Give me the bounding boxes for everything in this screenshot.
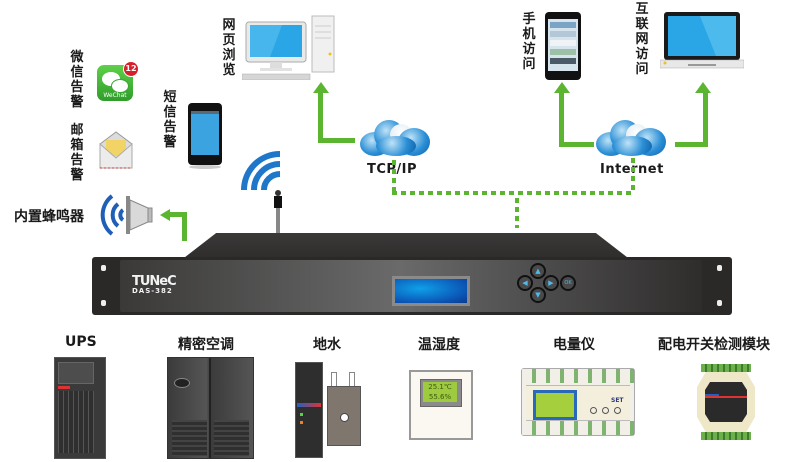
desktop-computer-icon (241, 14, 362, 81)
connector-arrow (318, 92, 355, 143)
wechat-alarm-label: 微信告警 (70, 50, 84, 110)
sensor-label-switch-module: 配电开关检测模块 (658, 337, 770, 353)
switch-detection-module-icon (697, 364, 755, 442)
internet-access-label: 互联网访问 (635, 2, 649, 77)
arrow-up-icon (695, 82, 711, 93)
nav-down-button[interactable]: ▼ (530, 287, 546, 303)
arrow-up-icon (554, 82, 570, 93)
humidity-reading: 55.6% (428, 393, 452, 401)
laptop-icon (659, 10, 745, 74)
lcd-display (392, 276, 470, 306)
connector-arrow (675, 92, 708, 147)
network-link (392, 191, 634, 195)
device-front-panel: TUNeC DAS-382 ▲ ◀ ▶ ▼ OK (120, 260, 702, 312)
device-model: DAS-382 (132, 287, 173, 295)
sensor-label-water-leak: 地水 (313, 337, 341, 353)
notification-badge: 12 (123, 61, 139, 77)
das-device: TUNeC DAS-382 ▲ ◀ ▶ ▼ OK (92, 257, 732, 315)
device-brand: TUNeC (132, 274, 177, 289)
cloud-icon (360, 118, 432, 158)
sms-alarm-label: 短信告警 (163, 90, 177, 150)
wechat-app-name: WeChat (103, 92, 127, 99)
mobile-access-label: 手机访问 (522, 12, 536, 72)
speaker-icon (98, 192, 154, 238)
wechat-icon: WeChat 12 (97, 61, 139, 101)
sensor-label-ups: UPS (65, 334, 97, 350)
network-link (631, 158, 635, 194)
temp-humidity-sensor-icon: 25.1℃ 55.6% (409, 370, 473, 440)
power-meter-icon: SET (521, 368, 635, 436)
sensor-label-power-meter: 电量仪 (553, 337, 595, 353)
arrow-up-icon (313, 82, 329, 93)
connector-arrow (559, 92, 594, 147)
device-logo: TUNeC DAS-382 (132, 274, 177, 295)
smartphone-icon (545, 12, 581, 80)
phone-icon (188, 103, 222, 169)
device-chassis-top (180, 233, 632, 261)
temperature-reading: 25.1℃ (428, 383, 452, 391)
sensor-label-precision-ac: 精密空调 (178, 337, 234, 353)
buzzer-label: 内置蜂鸣器 (14, 209, 84, 225)
envelope-icon (98, 128, 134, 172)
sensor-label-temp-humidity: 温湿度 (418, 337, 460, 353)
nav-right-button[interactable]: ▶ (543, 275, 559, 291)
nav-up-button[interactable]: ▲ (530, 263, 546, 279)
arrow-left-icon (160, 209, 170, 221)
network-link (515, 198, 519, 228)
antenna-icon (273, 190, 283, 235)
precision-ac-icon (167, 357, 254, 459)
network-link (392, 160, 396, 194)
email-alarm-label: 邮箱告警 (70, 123, 84, 183)
water-leak-sensor-icon (295, 362, 395, 458)
set-button-label: SET (611, 397, 624, 404)
connector-arrow (170, 212, 187, 241)
wifi-signal-icon (236, 150, 282, 192)
ups-icon (54, 357, 106, 459)
web-browse-label: 网页浏览 (222, 18, 236, 78)
ok-button[interactable]: OK (560, 275, 576, 291)
cloud-icon (596, 118, 668, 158)
nav-left-button[interactable]: ◀ (517, 275, 533, 291)
tcpip-label: TCP/IP (367, 162, 417, 177)
